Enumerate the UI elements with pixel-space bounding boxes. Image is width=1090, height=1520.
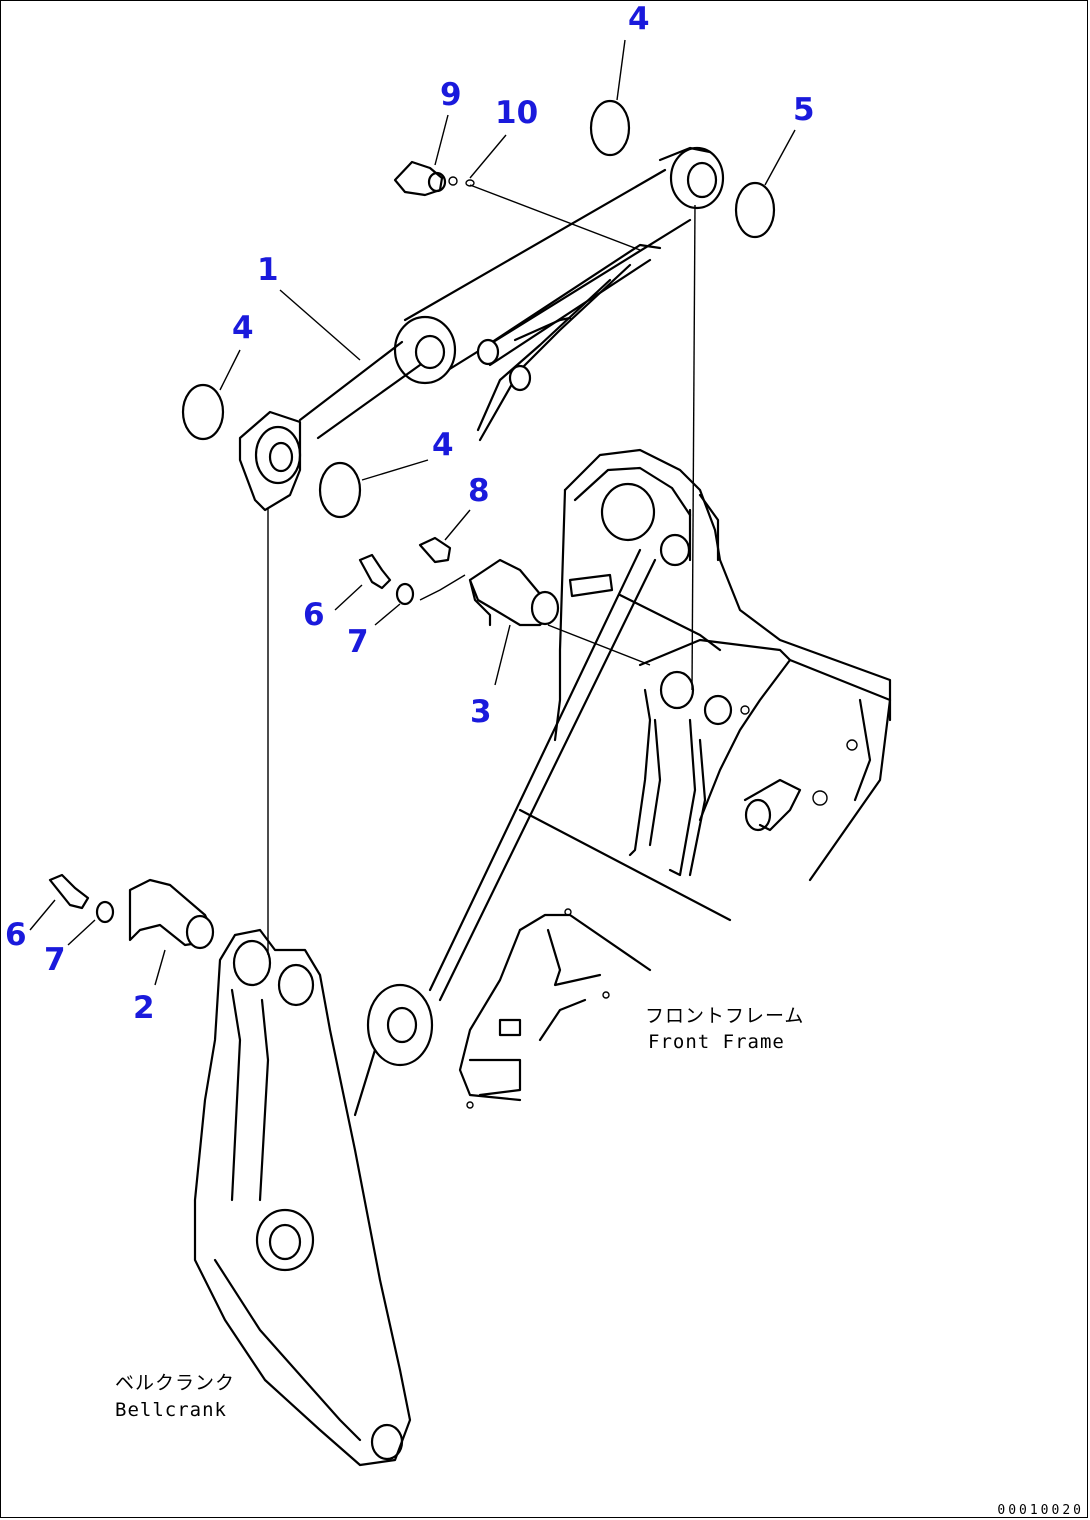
bellcrank-label-en: Bellcrank <box>115 1399 227 1421</box>
callout-3: 3 <box>470 694 492 730</box>
front-frame-label-jp: フロントフレーム <box>645 1005 805 1027</box>
link-rod-drawing <box>353 548 657 1117</box>
grease-fitting-drawing <box>393 160 475 197</box>
callout-4: 4 <box>232 310 254 346</box>
bellcrank-label-jp: ベルクランク <box>115 1372 236 1394</box>
hydraulic-cylinder-drawing <box>238 146 725 512</box>
pin-2-drawing <box>48 873 215 950</box>
callout-1: 1 <box>257 252 279 288</box>
washer-drawings <box>181 99 776 519</box>
callout-7: 7 <box>347 624 369 660</box>
callout-2: 2 <box>133 990 155 1026</box>
drawing-code: 00010020 <box>997 1503 1084 1518</box>
callout-5: 5 <box>793 92 815 128</box>
callout-9: 9 <box>440 77 462 113</box>
front-frame-drawing <box>458 448 892 1109</box>
leader-lines <box>29 39 796 986</box>
callout-6: 6 <box>5 917 27 953</box>
pin-3-drawing <box>358 536 560 627</box>
bellcrank-drawing <box>193 928 412 1467</box>
front-frame-label-en: Front Frame <box>648 1031 785 1053</box>
callout-4: 4 <box>628 1 650 37</box>
callout-4: 4 <box>432 427 454 463</box>
callout-8: 8 <box>468 473 490 509</box>
callout-10: 10 <box>495 95 539 131</box>
callout-7: 7 <box>44 942 66 978</box>
callout-6: 6 <box>303 597 325 633</box>
